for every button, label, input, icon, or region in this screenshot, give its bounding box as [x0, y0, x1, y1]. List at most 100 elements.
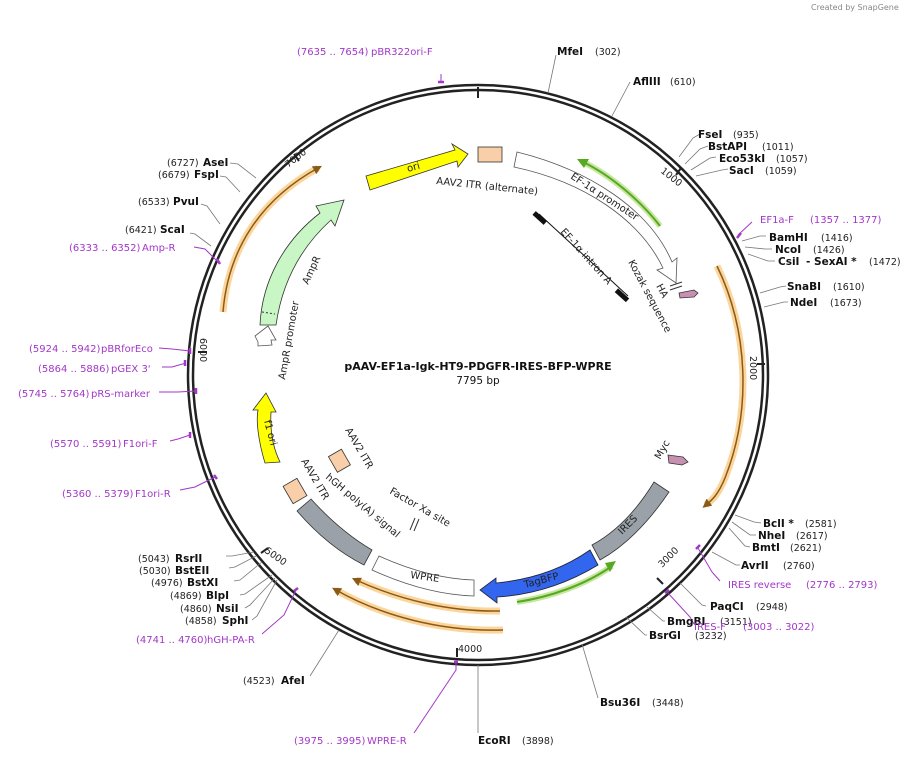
- ires-feature[interactable]: [591, 481, 670, 561]
- site-nhei-pos: (2617): [796, 531, 828, 542]
- tick-label-2000: 2000: [747, 356, 758, 380]
- orf-bottom-arrow-2[interactable]: [332, 587, 504, 631]
- primer-pbr322ori-range: (7635 .. 7654): [297, 47, 369, 58]
- primer-pgex3-range: (5864 .. 5886): [38, 364, 110, 375]
- afei-leader: [309, 629, 340, 677]
- site-bsrgi-pos: (3232): [695, 631, 727, 642]
- site-fspi-pos: (6679): [158, 170, 190, 181]
- site-bmti-pos: (2621): [790, 543, 822, 554]
- factor-xa-marker: [409, 517, 416, 531]
- aav2-itr-alternate-feature[interactable]: [477, 146, 503, 163]
- site-bsrgi: BsrGI: [649, 630, 681, 642]
- site-eco53ki: Eco53kI: [719, 153, 765, 165]
- site-csii: CsiI: [778, 256, 799, 268]
- primer-ampr-range: (6333 .. 6352): [69, 243, 141, 254]
- iresrev-tick: [695, 544, 701, 550]
- site-rsrii-pos: (5043): [138, 554, 170, 565]
- aav2-itr-feature-a[interactable]: [327, 448, 351, 473]
- primer-wprer-name: WPRE-R: [367, 736, 407, 747]
- site-bcli-pos: (2581): [805, 519, 837, 530]
- rsrii-leader: [226, 551, 255, 557]
- tick-7000: [293, 153, 300, 162]
- site-bsteii: BstEII: [175, 565, 209, 577]
- paqci-leader: [679, 582, 707, 607]
- ampr-primer-leader: [193, 246, 219, 263]
- iresrev-leader: [697, 547, 721, 582]
- hgh-polya-feature[interactable]: [296, 498, 373, 566]
- ori-label: ori: [406, 161, 422, 175]
- csii-leader: [747, 253, 775, 262]
- tick-label-6000: 6000: [197, 338, 208, 362]
- ef1a-promoter-feature[interactable]: [513, 151, 678, 284]
- site-eco53ki-pos: (1057): [776, 154, 808, 165]
- f1-ori-feature[interactable]: [252, 392, 281, 464]
- bstxi-leader: [233, 561, 263, 582]
- myc-tag-feature[interactable]: [667, 454, 689, 466]
- orf-right-arrow[interactable]: [702, 265, 744, 508]
- saci-leader: [695, 168, 729, 177]
- site-nhei: NheI: [758, 530, 785, 542]
- tick-label-3000: 3000: [656, 545, 681, 570]
- ori-feature[interactable]: [365, 142, 469, 191]
- tick-marks: [198, 87, 765, 657]
- bstapi-leader: [684, 145, 709, 165]
- site-ecori-pos: (3898): [522, 736, 554, 747]
- primer-prsmarker-range: (5745 .. 5764): [18, 389, 90, 400]
- eco53ki-leader: [690, 156, 717, 171]
- ncoi-leader: [744, 246, 772, 250]
- site-fsei: FseI: [698, 129, 722, 141]
- site-avrii-pos: (2760): [783, 561, 815, 572]
- bmti-leader: [728, 527, 751, 548]
- site-blpi: BlpI: [206, 590, 229, 602]
- tick-label-4000: 4000: [458, 644, 482, 655]
- aflIII-leader: [611, 81, 631, 117]
- bmgbi-leader: [646, 606, 665, 622]
- site-sexai: - SexAI *: [806, 256, 857, 268]
- site-pvui: PvuI: [173, 196, 199, 208]
- site-avrii: AvrII: [741, 560, 769, 572]
- primer-pgex3-name: pGEX 3': [111, 364, 151, 375]
- site-bamhi: BamHI: [769, 232, 808, 244]
- site-bstapi-pos: (1011): [762, 142, 794, 153]
- blpi-leader: [239, 574, 273, 596]
- aav2-itr-alternate-label: AAV2 ITR (alternate): [436, 176, 539, 198]
- tick-5000: [260, 547, 269, 554]
- bcli-leader: [734, 514, 762, 524]
- site-leader-lines: [189, 54, 788, 733]
- fspi-leader: [219, 175, 241, 193]
- site-bsu36i-pos: (3448): [652, 698, 684, 709]
- f1orir-tick: [213, 474, 218, 480]
- site-afei: AfeI: [281, 675, 305, 687]
- site-scai-pos: (6421): [125, 225, 157, 236]
- site-saci-pos: (1059): [765, 166, 797, 177]
- ampr-feature[interactable]: [259, 199, 345, 326]
- site-bmti: BmtI: [752, 542, 780, 554]
- wpre-feature[interactable]: [371, 555, 475, 597]
- site-sphi-pos: (4858): [185, 616, 217, 627]
- ampr-promoter-label: AmpR promoter: [277, 299, 302, 380]
- ha-tag-feature[interactable]: [678, 289, 699, 299]
- scai-leader: [189, 232, 212, 247]
- site-mfei: MfeI: [557, 46, 583, 58]
- tagbfp-feature[interactable]: [479, 549, 599, 604]
- orf-left-arrow[interactable]: [222, 165, 322, 313]
- site-bmgbi: BmgBI: [667, 616, 705, 628]
- primer-ticks: [183, 80, 742, 664]
- factor-xa-label: Factor Xa site: [388, 486, 452, 530]
- primer-ef1af-name: EF1a-F: [760, 215, 794, 226]
- primer-wprer-range: (3975 .. 3995): [294, 736, 366, 747]
- site-afei-pos: (4523): [243, 676, 275, 687]
- intron-start-marker: [532, 211, 547, 225]
- site-snabi: SnaBI: [787, 281, 821, 293]
- site-ndei: NdeI: [790, 297, 817, 309]
- primer-hghpar-range: (4741 .. 4760): [136, 635, 208, 646]
- site-ncoi: NcoI: [775, 244, 801, 256]
- site-paqci: PaqCI: [710, 601, 744, 613]
- avrii-leader: [711, 551, 740, 566]
- primer-ampr-name: Amp-R: [142, 243, 176, 254]
- orf-bottom-arrow-1[interactable]: [351, 577, 501, 612]
- bsteii-leader: [228, 555, 257, 569]
- aav2-itr-feature-b[interactable]: [282, 477, 308, 505]
- ampr-promoter-feature[interactable]: [254, 325, 277, 347]
- site-ndei-pos: (1673): [830, 298, 862, 309]
